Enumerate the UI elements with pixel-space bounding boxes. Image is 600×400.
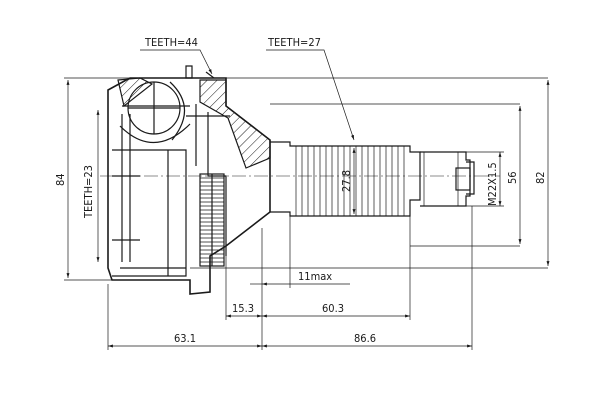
label-dim-63-1: 63.1 [174,332,196,345]
label-thread: M22X1.5 [486,162,499,206]
label-dim-60-3: 60.3 [322,302,344,315]
label-dim-11max: 11max [298,270,332,283]
bell-hatched-section [199,79,271,169]
dimensions [64,49,550,350]
abs-ring [199,173,225,267]
label-dim-56: 56 [506,171,519,184]
label-dim-84: 84 [54,173,67,186]
label-teeth-outer: TEETH=44 [144,36,198,49]
label-teeth-inner: TEETH=23 [82,165,95,219]
label-dim-86-6: 86.6 [354,332,376,345]
labels: TEETH=44 TEETH=27 TEETH=23 84 82 56 27.8… [54,36,547,345]
label-dim-82: 82 [534,171,547,184]
joint-housing [107,65,271,295]
label-dim-27-8: 27.8 [340,170,353,192]
label-dim-15-3: 15.3 [232,302,254,315]
label-teeth-spline: TEETH=27 [267,36,321,49]
stub-shaft [270,141,475,217]
